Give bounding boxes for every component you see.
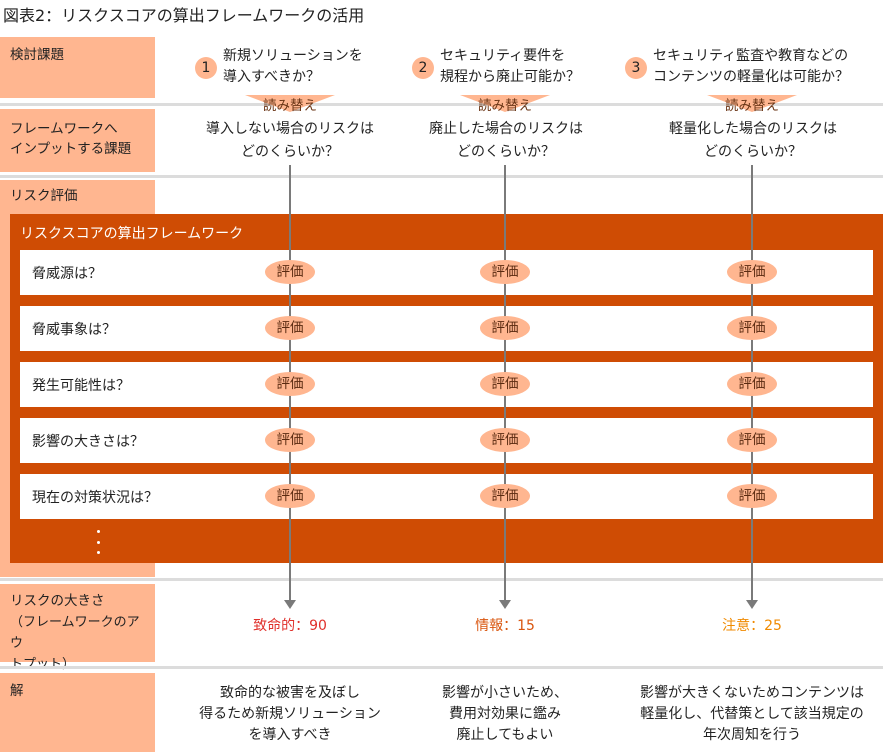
framework-input-2-line1: 廃止した場合のリスクは (429, 121, 583, 137)
evaluate-badge: 評価 (265, 428, 315, 452)
evaluate-badge: 評価 (727, 316, 777, 340)
reinterpret-arrow-icon (460, 95, 550, 112)
row-label-issue-text: 検討課題 (10, 47, 64, 63)
risk-result-3: 注意：25 (722, 618, 782, 634)
row-label-risk-size-line1: リスクの大きさ (10, 593, 105, 609)
solution-1-line1: 致命的な被害を及ぼし (220, 685, 360, 701)
figure-title: 図表2：リスクスコアの算出フレームワークの活用 (3, 6, 365, 25)
reinterpret-arrow-icon (707, 95, 797, 112)
evaluate-badge: 評価 (480, 316, 530, 340)
row-label-risk-size-line3: トプット） (10, 657, 76, 672)
evaluate-badge: 評価 (265, 484, 315, 508)
row-separator (0, 666, 883, 669)
evaluate-badge: 評価 (480, 428, 530, 452)
question-3-line1: セキュリティ監査や教育などの (653, 48, 849, 64)
continuation-dot (97, 551, 100, 554)
framework-input-1-line1: 導入しない場合のリスクは (206, 121, 374, 137)
question-number-badge-3: 3 (625, 57, 647, 79)
solution-2: 影響が小さいため、 費用対効果に鑑み 廃止してもよい (365, 683, 645, 746)
reinterpret-label-2: 読み替え (478, 98, 532, 114)
solution-2-line3: 廃止してもよい (456, 727, 554, 743)
question-1-line2: 導入すべきか？ (223, 69, 321, 85)
row-label-risk-size: リスクの大きさ （フレームワークのアウ トプット） (0, 584, 155, 672)
reinterpret-label-3: 読み替え (725, 98, 779, 114)
continuation-dot (97, 541, 100, 544)
risk-result-2: 情報：15 (475, 618, 535, 634)
question-1-line1: 新規ソリューションを (223, 48, 363, 64)
criterion-label: 発生可能性は？ (32, 378, 130, 394)
question-number-badge-1: 1 (195, 57, 217, 79)
row-label-input: フレームワークへ インプットする課題 (0, 109, 155, 172)
solution-2-line2: 費用対効果に鑑み (449, 706, 561, 722)
framework-input-1: 導入しない場合のリスクは どのくらいか？ (170, 118, 410, 164)
solution-1-line3: を導入すべき (248, 727, 332, 743)
solution-3: 影響が大きくないためコンテンツは 軽量化し、代替策として該当規定の 年次周知を行… (612, 683, 883, 746)
framework-input-3: 軽量化した場合のリスクは どのくらいか？ (633, 118, 873, 164)
solution-3-line1: 影響が大きくないためコンテンツは (640, 685, 864, 701)
evaluate-badge: 評価 (265, 372, 315, 396)
question-2-line1: セキュリティ要件を (440, 48, 566, 64)
evaluate-badge: 評価 (480, 260, 530, 284)
row-label-solution-text: 解 (10, 683, 24, 699)
question-1: 新規ソリューションを 導入すべきか？ (223, 46, 363, 88)
row-label-evaluation-text: リスク評価 (10, 188, 78, 204)
evaluate-badge: 評価 (727, 428, 777, 452)
row-separator (0, 578, 883, 581)
reinterpret-arrow-icon (245, 95, 335, 112)
framework-input-3-line2: どのくらいか？ (704, 144, 802, 160)
framework-input-2-line2: どのくらいか？ (457, 144, 555, 160)
solution-1: 致命的な被害を及ぼし 得るため新規ソリューション を導入すべき (150, 683, 430, 746)
solution-2-line1: 影響が小さいため、 (442, 685, 568, 701)
row-label-input-line2: インプットする課題 (10, 141, 132, 157)
criterion-label: 脅威源は？ (32, 266, 102, 282)
criterion-label: 脅威事象は？ (32, 322, 116, 338)
evaluate-badge: 評価 (480, 372, 530, 396)
question-number-badge-2: 2 (412, 57, 434, 79)
row-separator (0, 103, 883, 106)
arrow-down-icon (284, 600, 296, 609)
evaluate-badge: 評価 (480, 484, 530, 508)
framework-input-3-line1: 軽量化した場合のリスクは (669, 121, 837, 137)
framework-input-2: 廃止した場合のリスクは どのくらいか？ (386, 118, 626, 164)
solution-1-line2: 得るため新規ソリューション (199, 706, 381, 722)
question-2: セキュリティ要件を 規程から廃止可能か？ (440, 46, 580, 88)
evaluate-badge: 評価 (265, 316, 315, 340)
framework-title: リスクスコアの算出フレームワーク (20, 226, 244, 242)
reinterpret-label-1: 読み替え (263, 98, 317, 114)
risk-result-1: 致命的：90 (253, 618, 327, 634)
row-label-solution: 解 (0, 673, 155, 752)
row-label-issue: 検討課題 (0, 37, 155, 98)
question-2-line2: 規程から廃止可能か？ (440, 69, 580, 85)
framework-input-1-line2: どのくらいか？ (241, 144, 339, 160)
question-3: セキュリティ監査や教育などの コンテンツの軽量化は可能か？ (653, 46, 849, 88)
continuation-dot (97, 530, 100, 533)
question-3-line2: コンテンツの軽量化は可能か？ (653, 69, 849, 85)
evaluate-badge: 評価 (727, 260, 777, 284)
arrow-down-icon (499, 600, 511, 609)
row-label-input-line1: フレームワークへ (10, 121, 118, 137)
criterion-label: 現在の対策状況は？ (32, 490, 158, 506)
arrow-down-icon (746, 600, 758, 609)
evaluate-badge: 評価 (265, 260, 315, 284)
row-label-risk-size-line2: （フレームワークのアウ (10, 615, 140, 651)
row-separator (0, 175, 883, 178)
solution-3-line3: 年次周知を行う (703, 727, 801, 743)
evaluate-badge: 評価 (727, 484, 777, 508)
solution-3-line2: 軽量化し、代替策として該当規定の (640, 706, 864, 722)
evaluate-badge: 評価 (727, 372, 777, 396)
criterion-label: 影響の大きさは？ (32, 434, 144, 450)
